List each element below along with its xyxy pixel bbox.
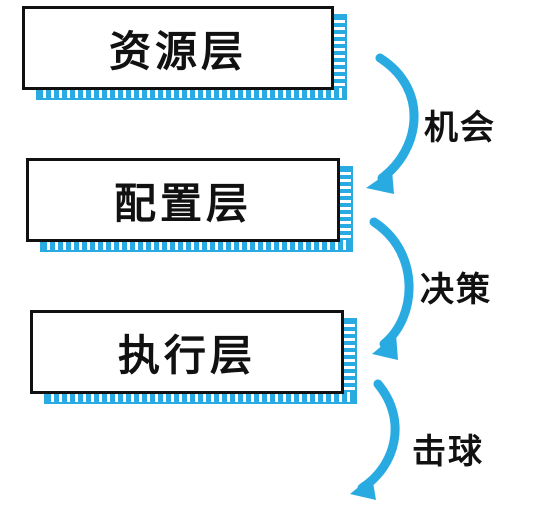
arrow-curve-hit [357,379,400,493]
transition-label-hit: 击球 [412,432,484,472]
arrow-curve-opportunity [375,53,419,183]
layer-label-resource: 资源层 [22,6,334,90]
arrow-head-opportunity [366,170,394,194]
transition-label-decision: 决策 [420,270,492,310]
layer-label-config: 配置层 [26,158,340,242]
arrow-head-decision [372,334,398,360]
arrow-head-hit [350,476,376,500]
layer-label-execution: 执行层 [30,310,344,394]
arrow-curve-decision [369,217,414,349]
transition-label-opportunity: 机会 [424,108,496,148]
